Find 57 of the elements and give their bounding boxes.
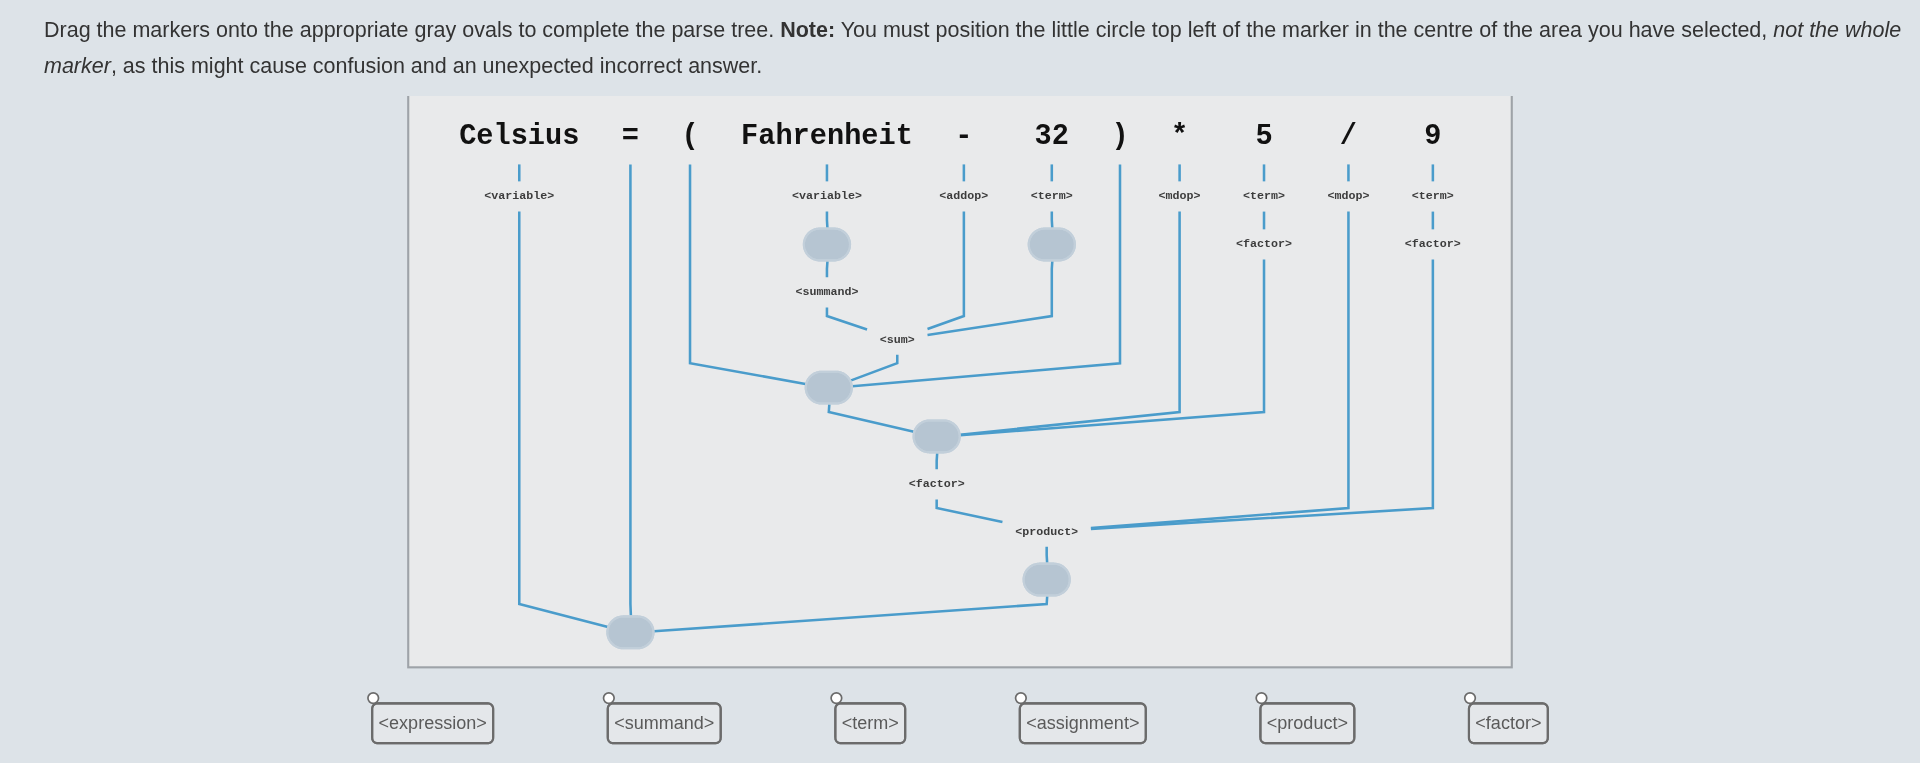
tree-line	[653, 595, 1049, 633]
nonterminal-label: <factor>	[1236, 237, 1292, 251]
token-text: )	[1111, 120, 1129, 153]
nonterminal-label: <mdop>	[1158, 189, 1201, 203]
nonterminal-label: <sum>	[879, 333, 915, 346]
tree-line	[1262, 164, 1266, 182]
draggable-marker: <factor>	[1467, 702, 1549, 745]
tree-line	[1431, 211, 1435, 230]
tree-line	[852, 164, 1122, 388]
token-text: 32	[1034, 120, 1069, 153]
tree-line	[825, 307, 868, 331]
token-text: Celsius	[459, 120, 580, 153]
tree-line	[962, 164, 966, 182]
tree-line	[1050, 164, 1054, 182]
tree-line	[1431, 164, 1435, 182]
draggable-marker: <term>	[834, 702, 907, 745]
token-text: =	[621, 120, 639, 153]
tree-line	[959, 211, 1181, 436]
draggable-marker: <assignment>	[1018, 702, 1147, 745]
nonterminal-label: <factor>	[908, 477, 965, 491]
tree-line	[1178, 164, 1181, 182]
nonterminal-label: <addop>	[939, 189, 989, 203]
nonterminal-label: <variable>	[484, 189, 555, 203]
nonterminal-label: <summand>	[795, 285, 859, 299]
instruction-text: Drag the markers onto the appropriate gray ovals to complete the parse tree. Note: You must position the little circle top left of the marker in the centre of the area you have selected, not the whole marker, as this might cause confusion and an unexpected incorrect answer.	[44, 17, 1903, 80]
tree-line	[518, 164, 521, 182]
token-text: Fahrenheit	[741, 120, 913, 153]
nonterminal-label: <mdop>	[1327, 189, 1370, 203]
token-text: /	[1339, 120, 1358, 153]
tree-line	[850, 354, 899, 382]
draggable-marker: <summand>	[606, 702, 722, 745]
tree-line	[927, 211, 966, 331]
token-text: (	[681, 120, 699, 153]
token-text: 5	[1255, 120, 1273, 153]
tree-line	[825, 164, 829, 182]
tree-line	[935, 452, 939, 470]
empty-oval	[606, 615, 655, 650]
tree-line	[927, 260, 1054, 337]
nonterminal-label: <factor>	[1404, 237, 1461, 251]
nonterminal-label: <term>	[1243, 189, 1285, 203]
tree-line	[1347, 164, 1350, 182]
nonterminal-label: <product>	[1015, 524, 1079, 538]
tree-line	[935, 499, 1003, 524]
nonterminal-label: <variable>	[791, 189, 862, 203]
draggable-marker: <product>	[1259, 702, 1356, 745]
tree-line	[1090, 211, 1350, 530]
draggable-marker: <expression>	[371, 702, 495, 745]
token-text: -	[955, 120, 973, 153]
nonterminal-label: <term>	[1411, 189, 1454, 203]
tree-line	[688, 164, 807, 386]
tree-line	[629, 164, 633, 617]
nonterminal-label: <term>	[1030, 189, 1073, 203]
token-text: *	[1171, 120, 1189, 153]
token-text: 9	[1424, 120, 1442, 153]
tree-line	[1090, 259, 1435, 531]
tree-line	[1262, 211, 1266, 230]
tree-line	[960, 259, 1266, 437]
